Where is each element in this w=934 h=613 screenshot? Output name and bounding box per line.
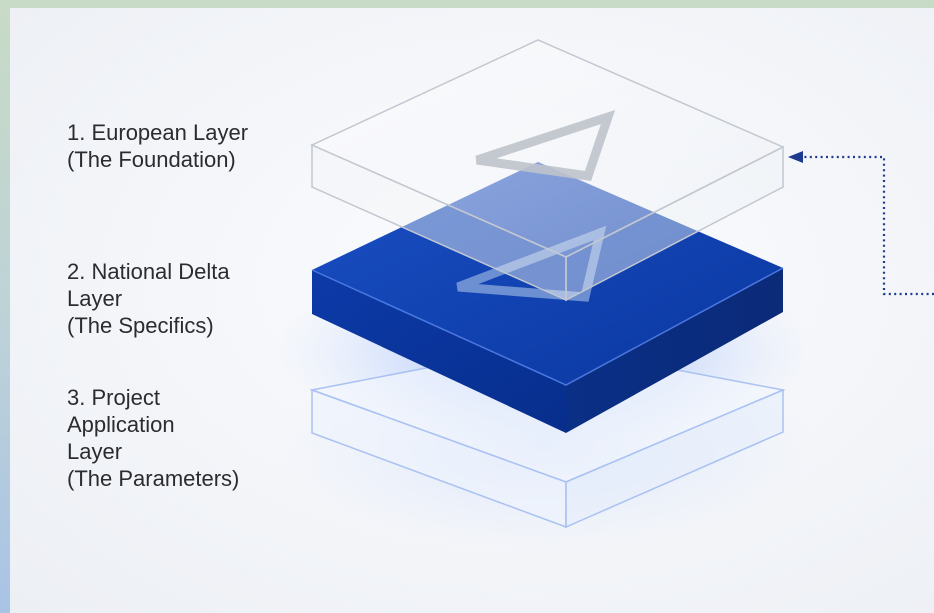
european-layer-slab — [310, 39, 785, 302]
european-triangle-icon — [475, 109, 616, 181]
arrow-head-icon — [788, 151, 803, 163]
feedback-connector-arrow — [788, 151, 934, 296]
project-layer-label: 3. Project Application Layer (The Parame… — [67, 385, 240, 491]
national-triangle-icon — [456, 225, 607, 302]
national-layer-slab — [311, 162, 784, 433]
national-layer-label: 2. National Delta Layer (The Specifics) — [67, 259, 230, 338]
european-layer-label: 1. European Layer (The Foundation) — [67, 120, 249, 172]
